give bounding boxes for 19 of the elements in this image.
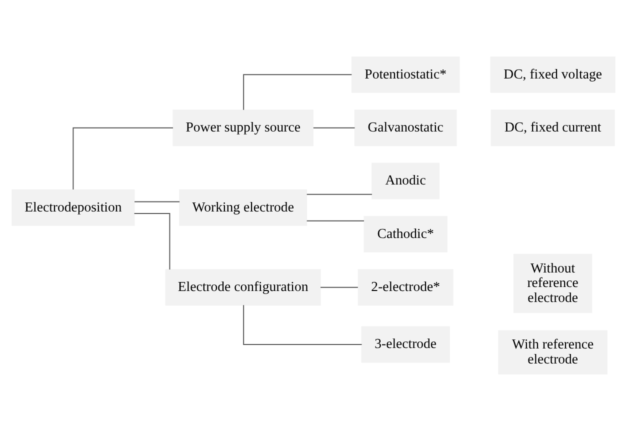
node-box: Electrode configuration: [165, 268, 321, 306]
node-box: Potentiostatic*: [351, 56, 460, 92]
node-box: Galvanostatic: [354, 109, 457, 146]
node-box: Cathodic*: [364, 216, 448, 252]
node-box: 2-electrode*: [358, 268, 454, 306]
connector: [306, 220, 364, 221]
node-box: Anodic: [372, 162, 440, 199]
connector: [134, 212, 170, 270]
connector: [320, 286, 358, 288]
node-box: Working electrode: [179, 188, 308, 226]
connector: [312, 126, 356, 128]
connector: [243, 74, 352, 110]
node-box: 3-electrode: [361, 326, 450, 362]
connector: [243, 304, 362, 344]
node-box: Electrodeposition: [12, 188, 135, 226]
node-box: Power supply source: [172, 109, 314, 146]
connector: [72, 126, 174, 190]
connector: [134, 200, 180, 202]
connector: [306, 193, 372, 194]
